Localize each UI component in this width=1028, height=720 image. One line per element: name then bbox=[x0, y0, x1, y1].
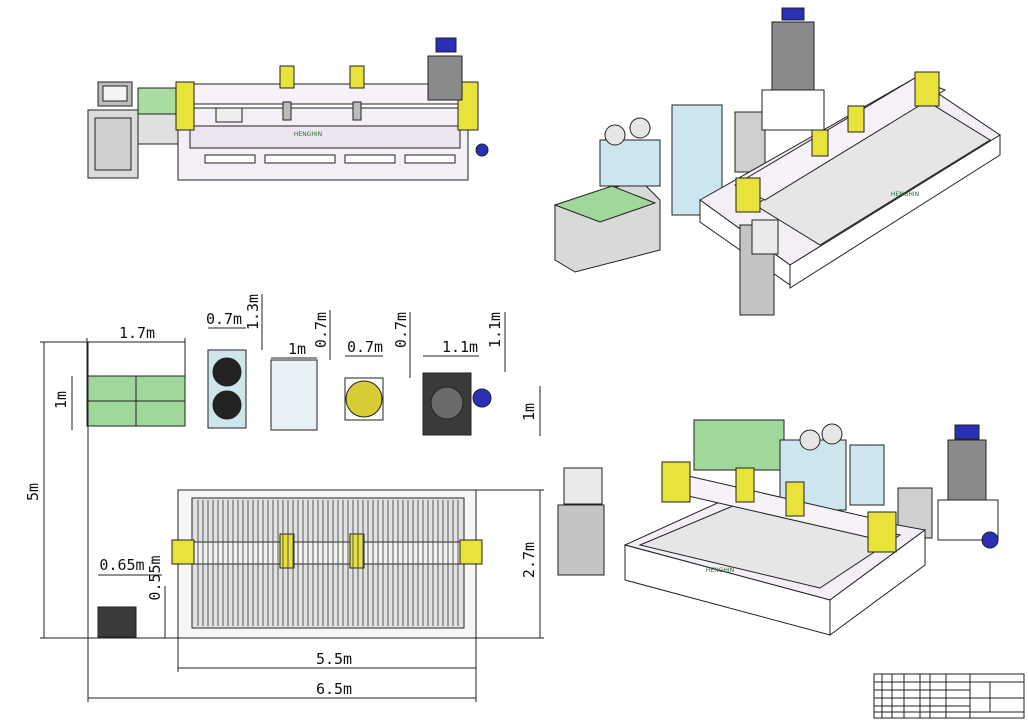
dim-label-1m-pump: 1m bbox=[288, 340, 306, 358]
iso-back-logo: HENGHIN bbox=[891, 191, 919, 198]
dim-label-0-65m: 0.65m bbox=[99, 556, 144, 574]
plan-pump-unit bbox=[270, 359, 318, 431]
dim-label-1-3m: 1.3m bbox=[244, 294, 262, 330]
isometric-view-back bbox=[553, 7, 1001, 316]
dim-label-0-7m-fan: 0.7m bbox=[206, 310, 242, 328]
dim-label-0-7m-tank-height: 0.7m bbox=[392, 312, 410, 348]
dim-label-1-1m-width: 1.1m bbox=[442, 338, 478, 356]
front-elevation-view bbox=[87, 37, 489, 181]
front-view-logo: HENGHIN bbox=[294, 131, 322, 138]
dim-label-0-55m: 0.55m bbox=[146, 555, 164, 600]
dim-label-5-5m: 5.5m bbox=[316, 650, 352, 668]
dim-label-2-7m: 2.7m bbox=[520, 542, 538, 578]
isometric-view-front bbox=[557, 419, 999, 636]
dim-label-1m-right: 1m bbox=[520, 403, 538, 421]
dimension-lines bbox=[40, 294, 544, 702]
title-block bbox=[873, 673, 1025, 719]
dim-label-1-7m: 1.7m bbox=[119, 324, 155, 342]
dim-label-5m: 5m bbox=[24, 483, 42, 501]
dim-label-1-1m-height: 1.1m bbox=[486, 312, 504, 348]
dim-label-6-5m: 6.5m bbox=[316, 680, 352, 698]
plan-controller-box bbox=[97, 606, 137, 638]
plan-table-grid bbox=[197, 500, 459, 626]
plan-round-tank bbox=[345, 380, 383, 418]
iso-front-logo: HENGHIN bbox=[706, 567, 734, 574]
dim-label-1m-left: 1m bbox=[52, 391, 70, 409]
plan-view bbox=[86, 349, 492, 639]
dim-label-0-7m-tank: 0.7m bbox=[347, 338, 383, 356]
dimension-labels: 1.7m 0.7m 1.3m 1m 0.7m 0.7m 0.7m 1.1m 1.… bbox=[24, 294, 538, 698]
dim-label-0-7m-pump-height: 0.7m bbox=[312, 312, 330, 348]
